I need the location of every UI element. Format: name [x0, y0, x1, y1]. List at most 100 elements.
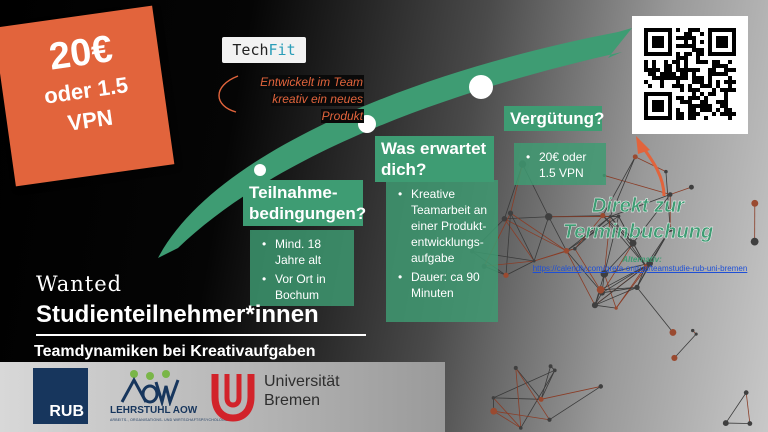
uni-bremen-logo-text: Universität Bremen	[264, 372, 340, 410]
qr-module	[688, 96, 692, 100]
network-node	[591, 302, 598, 309]
qr-module	[728, 116, 732, 120]
qr-module	[696, 68, 700, 72]
network-line	[649, 228, 671, 264]
list-item: Vor Ort in Bochum	[258, 271, 348, 303]
qr-module	[692, 112, 696, 116]
uni-bremen-line1: Universität	[264, 373, 340, 390]
qr-module	[700, 80, 704, 84]
list-item: Dauer: ca 90 Minuten	[394, 269, 492, 301]
qr-module	[728, 80, 732, 84]
qr-module	[652, 60, 656, 64]
network-node	[667, 192, 673, 197]
qr-module	[644, 80, 648, 84]
network-node	[616, 214, 621, 219]
rub-logo: RUB	[33, 368, 88, 424]
qr-module	[684, 44, 688, 48]
network-line	[574, 215, 604, 249]
qr-module	[676, 116, 680, 120]
qr-module	[676, 56, 680, 60]
qr-module	[676, 108, 680, 112]
calendly-link[interactable]: https://calendly.com/greta-ontrup/teamst…	[532, 264, 748, 273]
network-line	[603, 216, 619, 274]
qr-module	[676, 96, 680, 100]
network-line	[594, 287, 638, 306]
qr-module	[676, 28, 680, 32]
network-line	[603, 216, 611, 274]
network-line	[601, 242, 634, 294]
qr-module	[692, 72, 696, 76]
qr-module	[684, 64, 688, 68]
qr-module	[700, 60, 704, 64]
network-line	[618, 216, 634, 244]
section-teilnahme-panel: Mind. 18 Jahre alt Vor Ort in Bochum	[250, 230, 354, 306]
aow-logo-text: LEHRSTUHL AOW	[110, 405, 198, 416]
qr-module	[660, 72, 664, 76]
network-node	[629, 239, 637, 247]
qr-module	[728, 76, 732, 80]
qr-module	[724, 92, 728, 96]
qr-module	[724, 112, 728, 116]
qr-module	[680, 72, 684, 76]
qr-module	[724, 88, 728, 92]
qr-module	[720, 104, 724, 108]
qr-module	[684, 56, 688, 60]
booking-cta[interactable]: Direkt zur Terminbuchung	[548, 193, 728, 245]
qr-module	[732, 68, 736, 72]
network-node	[688, 184, 694, 190]
qr-module	[688, 112, 692, 116]
teilnahme-title-line1: Teilnahme-	[249, 183, 338, 202]
qr-module	[728, 68, 732, 72]
qr-module	[652, 100, 664, 112]
qr-module	[700, 32, 704, 36]
price-text: 20€ oder 1.5 VPN	[3, 20, 166, 146]
qr-module	[656, 76, 660, 80]
qr-module	[708, 108, 712, 112]
qr-module	[676, 60, 680, 64]
qr-module	[708, 104, 712, 108]
section-erwartet-title: Was erwartet dich?	[375, 136, 494, 182]
qr-module	[716, 64, 720, 68]
qr-module	[728, 84, 732, 88]
qr-module	[696, 96, 700, 100]
qr-module	[668, 76, 672, 80]
qr-code[interactable]	[632, 16, 748, 134]
network-node	[743, 390, 749, 395]
techfit-prefix: Tech	[232, 41, 269, 59]
network-line	[515, 367, 522, 428]
network-line	[505, 260, 535, 276]
network-node	[747, 421, 753, 426]
section-verguetung-panel: 20€ oder 1.5 VPN	[514, 143, 606, 185]
network-line	[602, 287, 638, 294]
qr-module	[684, 100, 688, 104]
network-line	[574, 216, 611, 250]
qr-module	[724, 72, 728, 76]
qr-module	[652, 64, 656, 68]
qr-module	[688, 88, 692, 92]
qr-module	[696, 80, 700, 84]
qr-module	[708, 68, 712, 72]
network-node	[722, 420, 729, 427]
network-node	[519, 426, 523, 430]
network-node	[532, 259, 536, 263]
techfit-logo: TechFit	[222, 37, 306, 63]
team-note-arrow	[218, 75, 239, 113]
qr-module	[660, 80, 664, 84]
qr-module	[704, 116, 708, 120]
qr-module	[684, 52, 688, 56]
network-line	[609, 216, 634, 244]
qr-module	[688, 100, 692, 104]
qr-module	[704, 60, 708, 64]
network-line	[600, 287, 638, 291]
network-node	[490, 407, 498, 415]
title-underline	[36, 334, 366, 336]
qr-pointer-arrow	[640, 145, 666, 197]
qr-module	[672, 60, 676, 64]
qr-module	[680, 84, 684, 88]
qr-module	[648, 84, 652, 88]
aow-logo-icon	[120, 370, 180, 406]
qr-module	[692, 40, 696, 44]
qr-module	[684, 60, 688, 64]
network-node	[690, 328, 695, 333]
qr-module	[704, 96, 708, 100]
